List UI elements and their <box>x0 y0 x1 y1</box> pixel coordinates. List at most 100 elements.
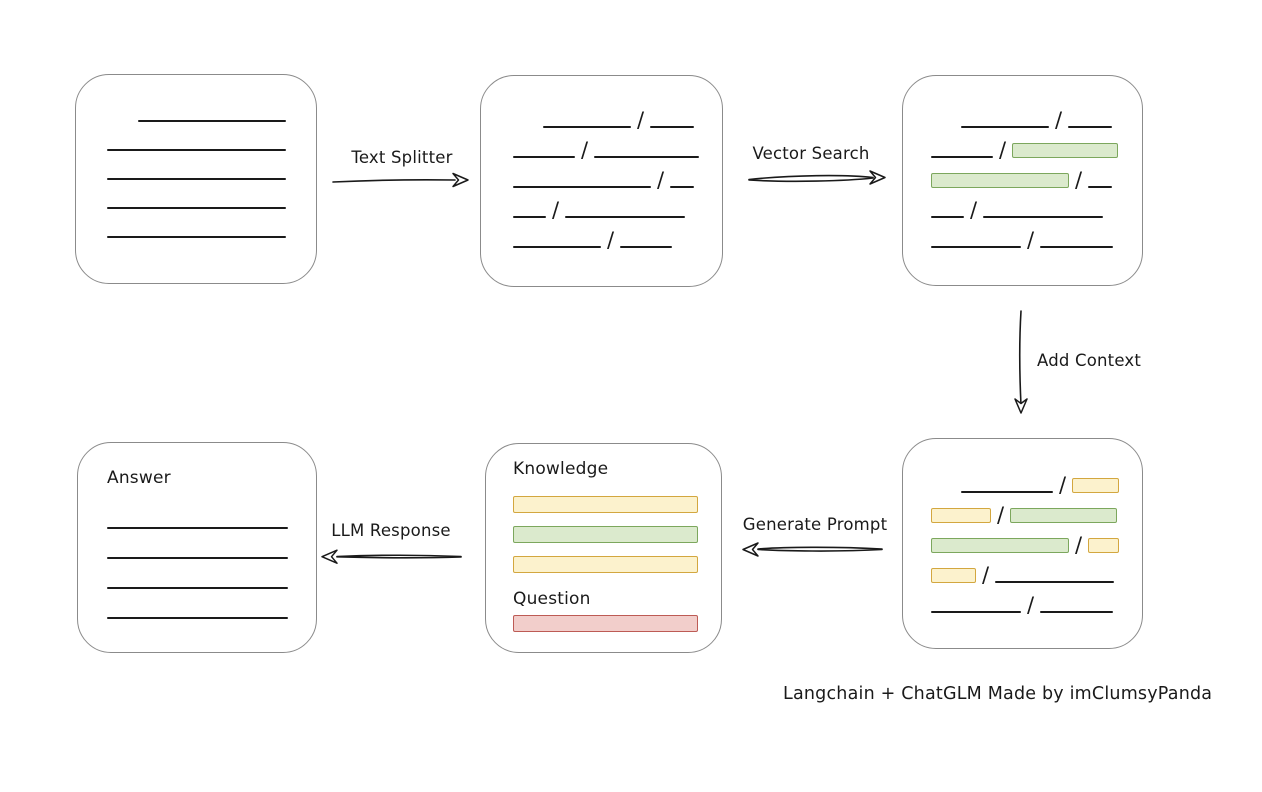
text-row: / <box>513 218 699 252</box>
node-answer: Answer <box>77 442 317 653</box>
slash-separator: / <box>997 503 1005 527</box>
caption-credit: Langchain + ChatGLM Made by imClumsyPand… <box>783 684 1213 704</box>
text-line <box>961 491 1053 493</box>
node-split-text: ///// <box>480 75 723 287</box>
node-source-document <box>75 74 317 284</box>
context-rows: / / / / / <box>931 463 1120 617</box>
text-row <box>107 151 286 180</box>
slash-separator: / <box>1027 593 1035 617</box>
slash-separator: / <box>999 138 1007 162</box>
text-row: / <box>931 553 1119 587</box>
text-row: / <box>513 188 699 221</box>
green-highlight-chunk <box>1010 508 1118 523</box>
text-row <box>107 122 286 151</box>
node-vector-matches: ///// <box>902 75 1143 286</box>
text-line <box>961 126 1049 128</box>
slash-separator: / <box>581 138 589 162</box>
text-line <box>565 216 686 218</box>
question-label: Question <box>513 589 591 609</box>
vector-search-label: Vector Search <box>752 144 870 163</box>
text-line <box>995 581 1115 583</box>
text-row: / <box>931 583 1119 617</box>
text-line <box>931 216 964 218</box>
text-row: / <box>931 98 1118 132</box>
slash-separator: / <box>1055 108 1063 132</box>
yellow-bar <box>513 496 698 513</box>
add-context-label: Add Context <box>1037 351 1142 370</box>
text-row: / <box>931 188 1118 221</box>
document-lines <box>107 93 286 238</box>
text-row: / <box>931 218 1118 252</box>
text-row: / <box>931 523 1120 557</box>
text-row: / <box>931 128 1119 162</box>
generate-prompt-arrow-icon <box>742 542 883 557</box>
yellow-highlight-chunk <box>1088 538 1120 553</box>
slash-separator: / <box>637 108 645 132</box>
llm-response-label: LLM Response <box>331 521 451 540</box>
text-row: / <box>931 158 1118 192</box>
yellow-highlight-chunk <box>931 508 991 523</box>
text-row: / <box>931 493 1119 527</box>
slash-separator: / <box>1075 168 1083 192</box>
text-line <box>107 149 286 151</box>
slash-separator: / <box>1027 228 1035 252</box>
yellow-highlight-chunk <box>1072 478 1120 493</box>
text-line <box>620 246 673 248</box>
text-line <box>931 246 1021 248</box>
text-splitter-label: Text Splitter <box>351 148 453 167</box>
text-line <box>513 216 546 218</box>
slash-separator: / <box>1075 533 1083 557</box>
text-splitter-arrow-icon <box>332 172 469 188</box>
text-line <box>543 126 631 128</box>
green-highlight-chunk <box>931 538 1069 553</box>
text-line <box>107 617 288 619</box>
text-line <box>931 156 993 158</box>
text-row: / <box>931 463 1120 496</box>
text-line <box>670 186 695 188</box>
text-line <box>1068 126 1113 128</box>
green-highlight-chunk <box>931 173 1069 188</box>
text-row <box>107 499 288 529</box>
add-context-arrow-icon <box>1014 310 1028 414</box>
text-line <box>107 178 286 180</box>
slash-separator: / <box>657 168 665 192</box>
node-prompt: Knowledge Question <box>485 443 722 653</box>
vector-search-arrow-icon <box>748 170 886 185</box>
text-row: / <box>513 98 699 132</box>
yellow-highlight-chunk <box>931 568 976 583</box>
knowledge-bars <box>513 496 698 573</box>
text-row <box>107 589 288 619</box>
green-highlight-chunk <box>1012 143 1119 158</box>
slash-separator: / <box>607 228 615 252</box>
text-row <box>107 559 288 589</box>
text-line <box>513 186 651 188</box>
text-line <box>983 216 1104 218</box>
red-bar <box>513 615 698 632</box>
text-row <box>107 93 286 122</box>
slash-separator: / <box>982 563 990 587</box>
text-line <box>1040 246 1114 248</box>
text-line <box>107 587 288 589</box>
generate-prompt-label: Generate Prompt <box>742 515 888 534</box>
text-line <box>1088 186 1113 188</box>
knowledge-label: Knowledge <box>513 459 609 479</box>
vector-matches-rows: ///// <box>931 98 1119 252</box>
text-line <box>107 527 288 529</box>
text-line <box>513 246 601 248</box>
green-bar <box>513 526 698 543</box>
text-line <box>107 207 286 209</box>
text-row: / <box>513 158 699 192</box>
question-bar <box>513 615 698 632</box>
llm-response-arrow-icon <box>321 549 462 564</box>
text-line <box>1040 611 1114 613</box>
answer-lines <box>107 499 288 619</box>
split-text-rows: ///// <box>513 98 700 252</box>
yellow-bar <box>513 556 698 573</box>
text-line <box>931 611 1021 613</box>
text-line <box>650 126 695 128</box>
text-line <box>513 156 575 158</box>
text-row <box>107 209 286 238</box>
text-row: / <box>513 128 700 162</box>
answer-label: Answer <box>107 468 171 488</box>
